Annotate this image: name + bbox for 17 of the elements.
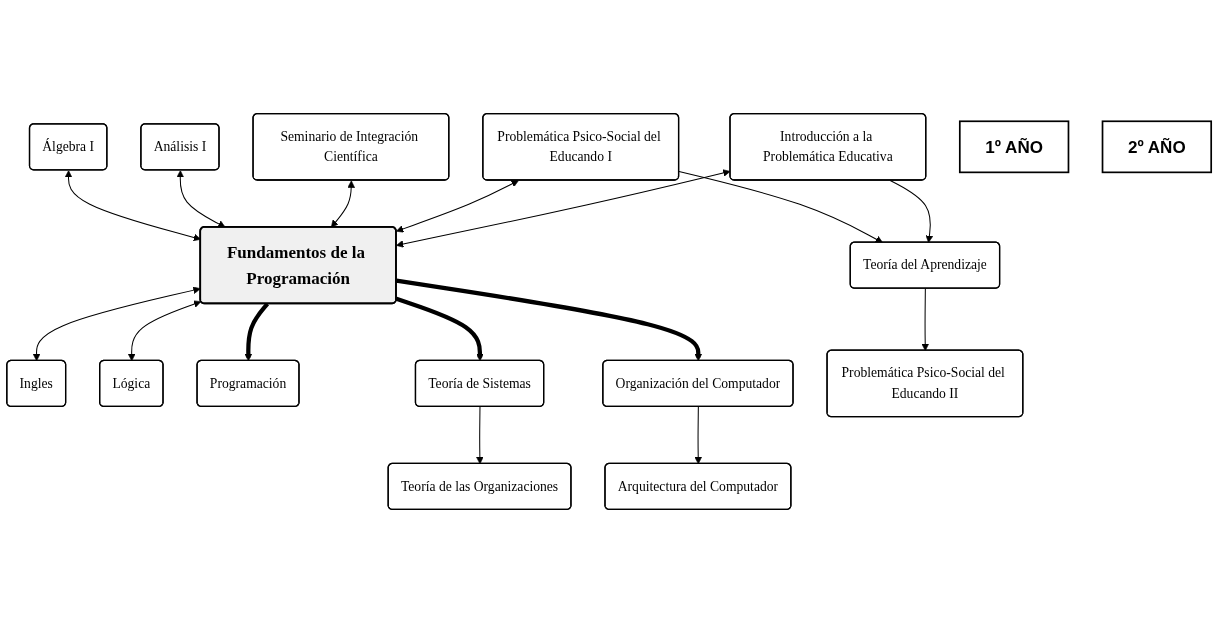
- arrow: [330, 180, 355, 228]
- node-box: 2º AÑO: [1101, 120, 1213, 174]
- arrow: [64, 170, 201, 242]
- arrow: [678, 170, 883, 243]
- arrow: [176, 170, 226, 228]
- arrow: [395, 296, 484, 362]
- arrow: [921, 288, 929, 351]
- arrow: [476, 406, 484, 465]
- arrow: [32, 286, 201, 362]
- arrow: [244, 302, 270, 362]
- arrow: [396, 278, 702, 362]
- arrow: [396, 169, 731, 248]
- node-box: 1º AÑO: [958, 120, 1070, 174]
- arrow: [694, 406, 702, 465]
- arrow: [889, 179, 934, 243]
- arrow: [127, 300, 202, 362]
- arrow: [396, 180, 519, 233]
